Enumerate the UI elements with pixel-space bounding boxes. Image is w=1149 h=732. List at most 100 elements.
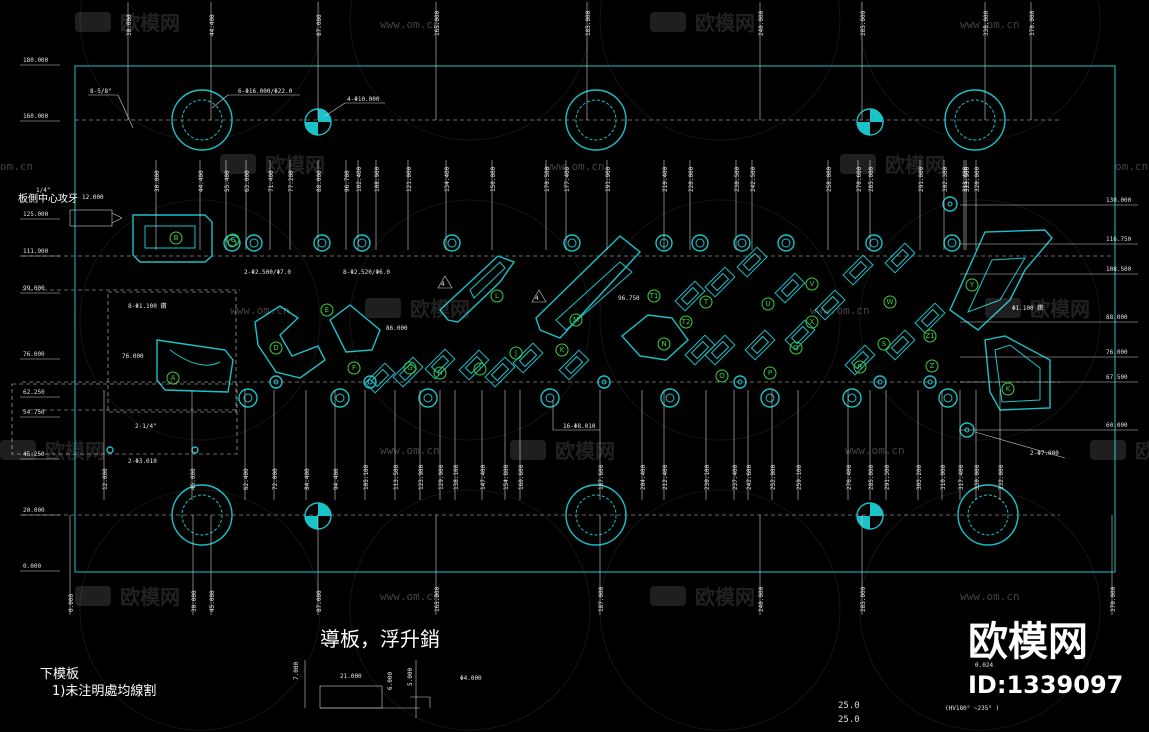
- svg-text:12.000: 12.000: [102, 468, 109, 490]
- punch-label: T: [699, 295, 713, 309]
- svg-text:20.000: 20.000: [23, 507, 45, 514]
- svg-text:L: L: [495, 292, 499, 300]
- punch-label: T2: [679, 315, 693, 329]
- step-punch: [684, 334, 716, 366]
- hv-note: (HV180° ~235° ): [945, 705, 999, 712]
- svg-text:67.500: 67.500: [1106, 374, 1128, 381]
- pilot-hole: [171, 89, 233, 151]
- pilot-hole: [565, 484, 627, 546]
- svg-text:www.om.cn: www.om.cn: [380, 444, 440, 457]
- tol-2: 25.0: [838, 701, 860, 711]
- svg-text:欧模网: 欧模网: [410, 297, 470, 321]
- lifter-pin: [238, 388, 258, 408]
- callout-small-b: 8-Φ2.520/Φ6.0: [343, 269, 390, 276]
- svg-text:www.om.cn: www.om.cn: [960, 18, 1020, 31]
- svg-text:323.900: 323.900: [964, 166, 971, 192]
- step-punch: [744, 329, 776, 361]
- svg-text:欧模网: 欧模网: [45, 439, 105, 463]
- svg-text:60.000: 60.000: [1106, 422, 1128, 429]
- callout-thread-a: 8-Φ1.100 鑽: [128, 302, 167, 310]
- svg-text:Y: Y: [969, 281, 975, 289]
- punch-label: H: [433, 366, 447, 380]
- lifter-pin: [660, 388, 680, 408]
- svg-text:258.000: 258.000: [826, 166, 833, 192]
- callout-bottom-right: 2-Φ7.000: [1030, 450, 1059, 457]
- step-punch: [814, 289, 846, 321]
- callout-small-a: 2-Φ2.500/Φ7.0: [244, 269, 291, 276]
- svg-text:99.000: 99.000: [23, 285, 45, 292]
- svg-text:P: P: [768, 369, 772, 377]
- svg-text:62.250: 62.250: [23, 389, 45, 396]
- step-punch: [484, 356, 516, 388]
- callout-thread-b: 2-1/4": [135, 423, 157, 430]
- svg-text:108.500: 108.500: [1106, 266, 1132, 273]
- svg-text:87.000: 87.000: [316, 14, 323, 36]
- svg-text:240.000: 240.000: [758, 10, 765, 36]
- step-punch: [774, 272, 806, 304]
- small-hole: [923, 375, 937, 389]
- svg-text:44.400: 44.400: [198, 170, 205, 192]
- step-punch: [884, 329, 916, 361]
- step-punch: [914, 302, 946, 334]
- punch-label: B: [169, 231, 183, 245]
- step-punch: [674, 280, 706, 312]
- svg-text:302.300: 302.300: [942, 166, 949, 192]
- svg-text:180.000: 180.000: [23, 57, 49, 64]
- detail-h1: 7.000: [293, 662, 300, 680]
- punch-label: Q: [789, 341, 803, 355]
- left-dimensions: 180.000160.000125.000111.90099.00076.000…: [20, 57, 60, 572]
- svg-text:T1: T1: [649, 292, 659, 300]
- svg-text:285.000: 285.000: [868, 464, 875, 490]
- tol-1: 0.024: [975, 662, 993, 669]
- svg-text:72.000: 72.000: [272, 468, 279, 490]
- detail-sketch: 7.000 6.000 5.000 Φ4.000 21.000: [293, 660, 482, 718]
- callout-pilot: 6-Φ16.000/Φ22.0: [238, 88, 293, 95]
- svg-text:S: S: [882, 340, 887, 348]
- svg-text:191.900: 191.900: [605, 166, 612, 192]
- punch-label: L: [490, 289, 504, 303]
- lifter-pin: [938, 388, 958, 408]
- svg-text:252.000: 252.000: [770, 464, 777, 490]
- svg-text:125.000: 125.000: [23, 211, 49, 218]
- svg-text:D: D: [273, 344, 278, 352]
- svg-text:欧模网: 欧模网: [120, 11, 180, 35]
- svg-text:欧模网: 欧模网: [1135, 439, 1149, 463]
- svg-text:K: K: [1006, 385, 1011, 393]
- svg-text:76.000: 76.000: [23, 351, 45, 358]
- svg-text:0.000: 0.000: [68, 594, 75, 612]
- svg-text:om.cn: om.cn: [0, 160, 33, 173]
- punch-label: Z1: [923, 329, 937, 343]
- svg-text:A: A: [171, 374, 176, 382]
- svg-text:276.400: 276.400: [846, 464, 853, 490]
- svg-text:H: H: [437, 369, 442, 377]
- svg-text:45.000: 45.000: [209, 590, 216, 612]
- lifter-pin: [418, 388, 438, 408]
- plate-outline: [74, 65, 1116, 573]
- callout-thread-side: 1/4": [36, 187, 50, 194]
- svg-text:44.400: 44.400: [209, 14, 216, 36]
- opening-K: [984, 335, 1051, 411]
- svg-text:123.900: 123.900: [418, 464, 425, 490]
- svg-text:63.000: 63.000: [244, 170, 251, 192]
- svg-text:116.750: 116.750: [1106, 236, 1132, 243]
- punch-label: Y: [965, 278, 979, 292]
- svg-text:欧模网: 欧模网: [1030, 297, 1090, 321]
- svg-text:320.000: 320.000: [974, 166, 981, 192]
- svg-text:30.000: 30.000: [126, 14, 133, 36]
- svg-text:M: M: [573, 316, 579, 324]
- svg-text:303.200: 303.200: [916, 464, 923, 490]
- svg-text:87.000: 87.000: [316, 590, 323, 612]
- svg-text:C: C: [231, 236, 236, 244]
- drawing-title: 導板，浮升銷: [320, 627, 440, 651]
- opening-A: [156, 339, 234, 393]
- svg-text:88.000: 88.000: [1106, 314, 1128, 321]
- svg-text:0.000: 0.000: [23, 563, 41, 570]
- svg-text:105.100: 105.100: [363, 464, 370, 490]
- svg-text:285.000: 285.000: [860, 586, 867, 612]
- small-hole: [597, 375, 611, 389]
- dowel-holes: [304, 108, 884, 530]
- punch-label: P: [763, 366, 777, 380]
- brand-logo: 欧模网: [968, 619, 1088, 665]
- svg-text:om.cn: om.cn: [1115, 160, 1148, 173]
